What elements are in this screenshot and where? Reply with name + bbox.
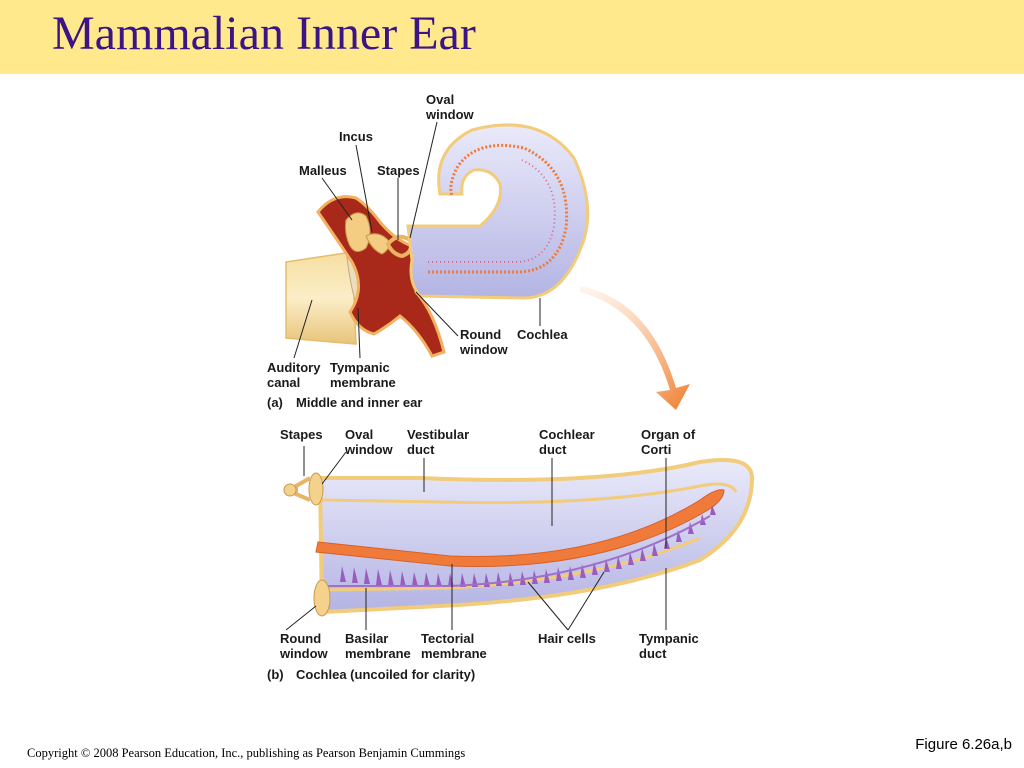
panel-b-caption: Cochlea (uncoiled for clarity) <box>296 667 475 682</box>
stapes-b-shape <box>283 472 324 506</box>
cochlea-shape <box>406 123 590 300</box>
copyright-notice: Copyright © 2008 Pearson Education, Inc.… <box>27 746 466 760</box>
panel-a-caption: Middle and inner ear <box>296 395 422 410</box>
cochlea-duct-stripe <box>428 143 569 274</box>
uncoil-arrow <box>580 286 690 410</box>
panel-a-letter: (a) <box>267 395 283 410</box>
auditory-canal-shape <box>285 251 357 345</box>
vestibular-duct-edge <box>321 482 738 505</box>
round-window-b-shape <box>313 579 331 617</box>
label-a-incus: Incus <box>339 129 373 144</box>
panel-b-letter: (b) <box>267 667 284 682</box>
uncoiled-cochlea-shape <box>317 458 755 615</box>
label-a-cochlea: Cochlea <box>517 327 568 342</box>
figure-label: Figure 6.26a,b <box>915 736 1012 753</box>
tectorial-membrane-shape <box>315 489 725 567</box>
slide-title: Mammalian Inner Ear <box>52 7 476 60</box>
malleus-shape <box>345 212 371 252</box>
label-a-stapes: Stapes <box>377 163 420 178</box>
label-b-hair-cells: Hair cells <box>538 631 596 646</box>
label-b-stapes: Stapes <box>280 427 323 442</box>
title-bar <box>0 0 1024 74</box>
label-a-malleus: Malleus <box>299 163 347 178</box>
basilar-membrane-shape <box>322 515 711 587</box>
